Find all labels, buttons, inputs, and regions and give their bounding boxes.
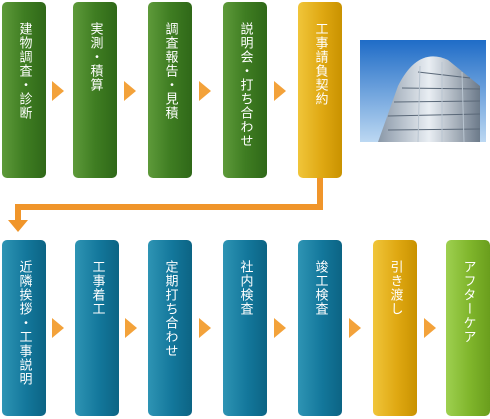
connector-horizontal: [15, 204, 323, 210]
step-label: 説明会・打ち合わせ: [237, 22, 253, 148]
step-label: 実測・積算: [87, 22, 103, 92]
connector-vertical: [317, 178, 323, 210]
connector-down: [15, 204, 21, 222]
step-label: 引き渡し: [387, 260, 403, 316]
step-label: 工事着工: [89, 260, 105, 316]
arrow-right-icon: [125, 318, 137, 338]
arrow-right-icon: [274, 81, 286, 101]
step-label: 建物調査・診断: [16, 22, 32, 120]
step-briefing-meeting: 説明会・打ち合わせ: [223, 2, 267, 178]
step-building-survey: 建物調査・診断: [2, 2, 46, 178]
step-label: アフターケア: [460, 260, 476, 344]
step-label: 定期打ち合わせ: [162, 260, 178, 358]
arrow-right-icon: [349, 318, 361, 338]
arrow-right-icon: [52, 81, 64, 101]
building-photo: [358, 26, 488, 156]
step-measurement: 実測・積算: [73, 2, 117, 178]
step-label: 近隣挨拶・工事説明: [16, 260, 32, 386]
arrow-right-icon: [199, 81, 211, 101]
step-internal-inspection: 社内検査: [223, 240, 267, 416]
step-report-estimate: 調査報告・見積: [148, 2, 192, 178]
step-label: 工事請負契約: [312, 22, 328, 106]
arrow-right-icon: [424, 318, 436, 338]
step-completion-inspection: 竣工検査: [298, 240, 342, 416]
arrow-right-icon: [52, 318, 64, 338]
step-regular-meeting: 定期打ち合わせ: [148, 240, 192, 416]
arrow-right-icon: [274, 318, 286, 338]
step-label: 社内検査: [237, 260, 253, 316]
step-contract: 工事請負契約: [298, 2, 342, 178]
step-label: 竣工検査: [312, 260, 328, 316]
arrow-down-icon: [8, 220, 28, 232]
step-aftercare: アフターケア: [446, 240, 490, 416]
step-label: 調査報告・見積: [162, 22, 178, 120]
step-neighbor-greeting: 近隣挨拶・工事説明: [2, 240, 46, 416]
arrow-right-icon: [199, 318, 211, 338]
step-construction-start: 工事着工: [75, 240, 119, 416]
step-handover: 引き渡し: [373, 240, 417, 416]
arrow-right-icon: [124, 81, 136, 101]
